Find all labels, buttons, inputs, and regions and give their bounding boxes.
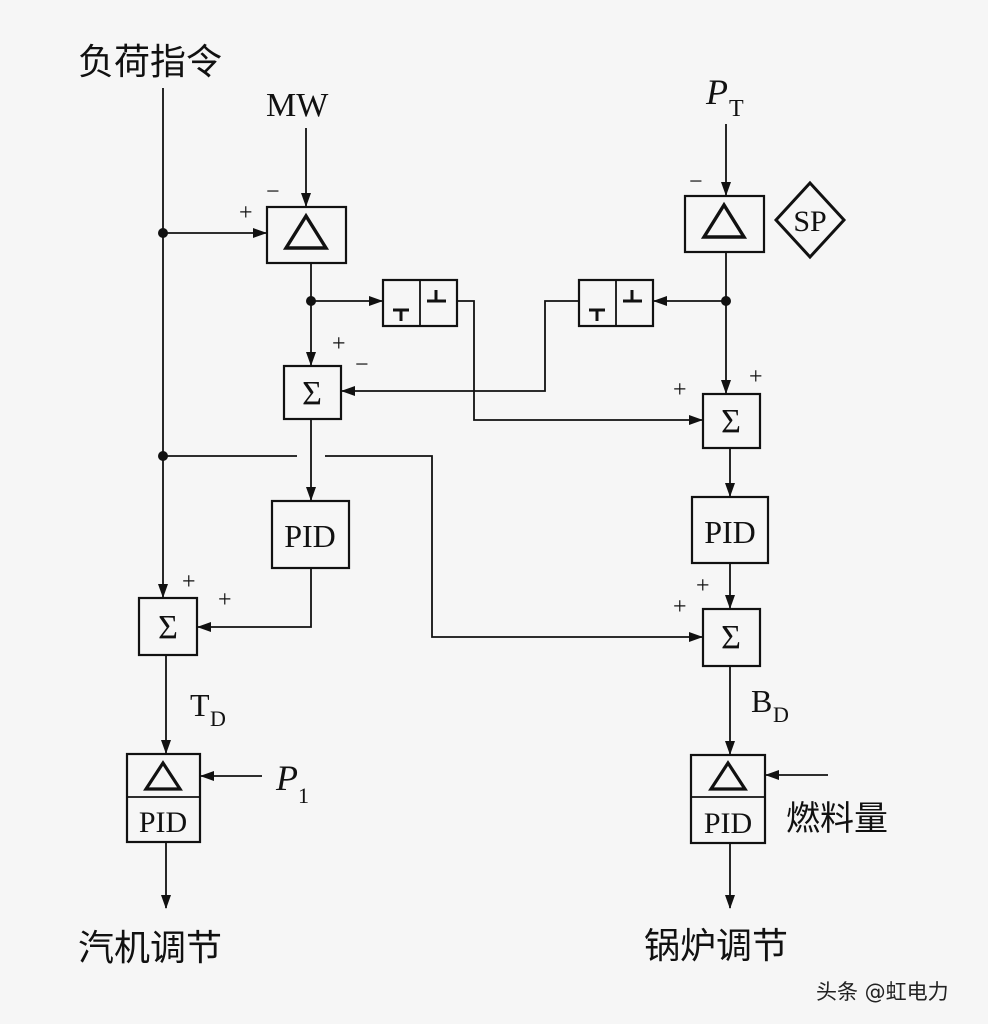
delta-icon [143,760,183,791]
td-label: T D [190,687,226,731]
turbine-pid-block: PID [125,752,202,844]
svg-text:D: D [210,706,226,731]
sp-setpoint-block: SP [773,180,847,260]
svg-text:Σ: Σ [302,375,322,412]
svg-text:+: + [673,594,687,620]
svg-text:Σ: Σ [158,609,178,646]
sum-block-upper-right: Σ [701,392,762,450]
mw-label: MW [266,87,329,124]
svg-text:−: − [689,169,703,195]
sum-block-upper-left: Σ [282,364,343,421]
svg-text:SP: SP [793,205,826,238]
svg-text:T: T [190,687,210,723]
bd-label: B D [751,683,789,727]
junction-dots [158,228,731,461]
svg-text:B: B [751,683,772,719]
load-command-label: 负荷指令 [78,42,222,83]
mw-comparator-block [265,205,348,265]
svg-text:−: − [355,352,369,378]
svg-text:+: + [673,377,687,403]
svg-text:1: 1 [298,783,309,808]
pid-block-left: PID [270,499,351,570]
svg-text:+: + [182,569,196,595]
svg-text:PID: PID [139,806,187,839]
pt-label: P T [705,72,744,122]
svg-text:P: P [275,758,298,798]
svg-text:Σ: Σ [721,619,741,656]
boiler-pid-block: PID [689,753,767,845]
right-function-block [577,278,655,328]
svg-text:PID: PID [284,518,336,554]
delta-icon [700,201,748,239]
svg-text:+: + [332,331,346,357]
sign-labels: − + − + − + + + + + + [182,169,763,620]
svg-text:D: D [773,702,789,727]
left-function-block [381,278,459,328]
sum-block-lower-left: Σ [137,596,199,657]
turbine-control-label: 汽机调节 [78,928,222,969]
svg-text:−: − [266,179,280,205]
svg-text:P: P [705,72,728,112]
svg-text:+: + [239,200,253,226]
p1-label: P 1 [275,758,309,808]
delta-icon [282,212,330,250]
fuel-amount-label: 燃料量 [786,799,888,839]
pid-block-right: PID [690,495,770,565]
svg-text:Σ: Σ [721,403,741,440]
svg-text:PID: PID [704,514,756,550]
sum-block-lower-right: Σ [701,607,762,668]
svg-text:+: + [749,364,763,390]
svg-text:+: + [218,587,232,613]
watermark: 头条 @虹电力 [816,980,949,1004]
pt-comparator-block [683,194,766,254]
delta-icon [708,760,748,791]
signal-lines [158,88,828,909]
svg-text:PID: PID [704,807,752,840]
svg-text:+: + [696,573,710,599]
svg-text:T: T [729,96,744,122]
boiler-control-label: 锅炉调节 [644,926,788,967]
